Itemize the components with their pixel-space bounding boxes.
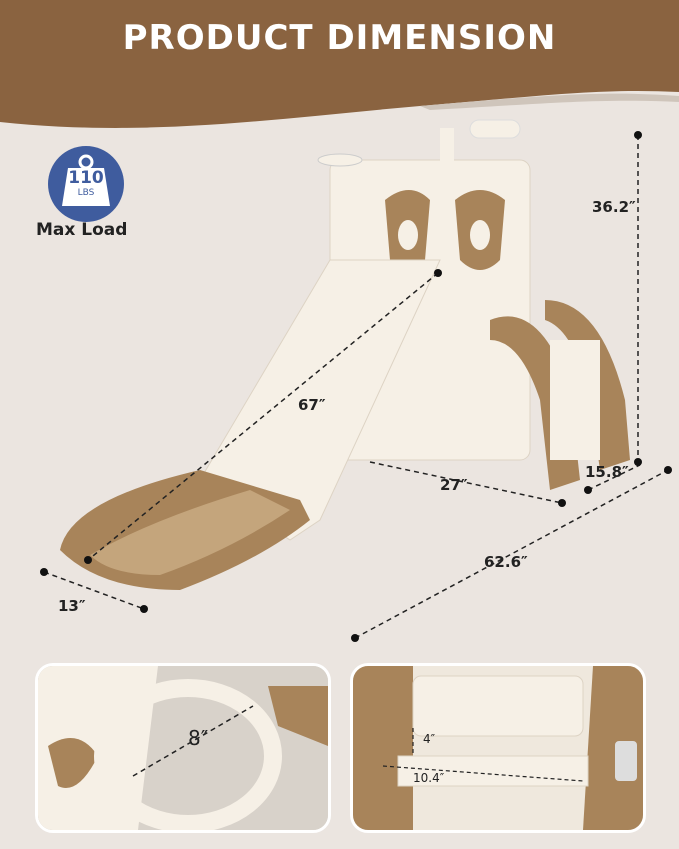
page-title: PRODUCT DIMENSION [122,18,557,58]
max-load-label: Max Load [36,220,128,240]
step-detail-panel: 4″ 10.4″ [350,663,646,833]
stair-depth-label: 15.8″ [585,463,629,481]
step-height-label: 4″ [423,732,436,746]
slide-width-label: 13″ [58,597,86,615]
max-load-value: 110 [68,168,104,188]
basketball-hoop-illustration [38,666,328,830]
total-length-label: 62.6″ [484,553,528,571]
hoop-diameter-label: 8″ [188,726,209,750]
slide-length-label: 67″ [298,396,326,414]
max-load-unit: LBS [77,188,95,198]
hoop-detail-panel: 8″ [35,663,331,833]
weight-icon: 110 LBS [48,146,124,222]
header-banner [0,0,679,128]
step-width-label: 10.4″ [413,771,445,785]
step-illustration [353,666,643,830]
height-label: 36.2″ [592,198,636,216]
platform-width-label: 27″ [440,476,468,494]
